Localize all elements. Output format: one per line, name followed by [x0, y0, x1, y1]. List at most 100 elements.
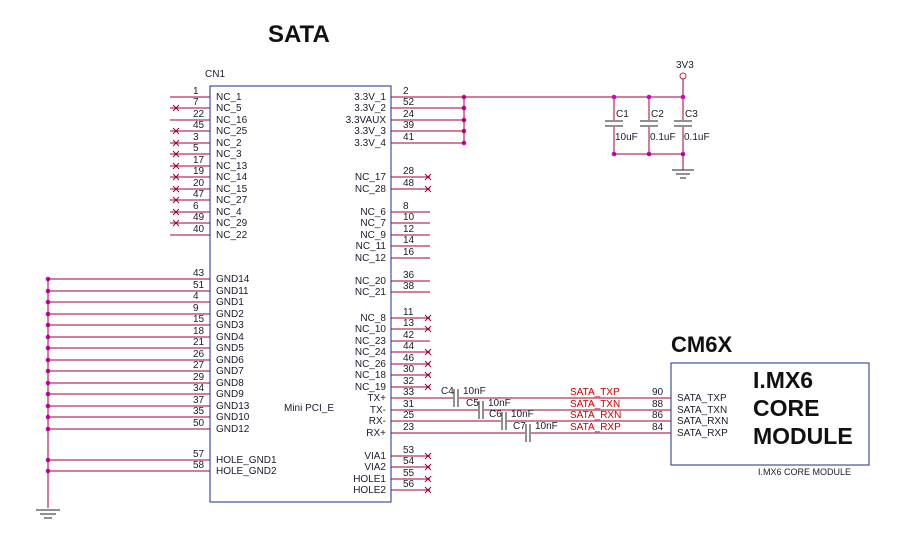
cap-value: 0.1uF — [684, 132, 710, 143]
pin-label: GND8 — [216, 378, 244, 389]
pin-label: NC_11 — [356, 241, 387, 252]
pin-number: 33 — [403, 387, 415, 398]
pin-number: 39 — [403, 120, 415, 131]
pin-number: 88 — [652, 399, 664, 410]
connector-ref: CN1 — [205, 69, 225, 80]
pin-label: 3.3VAUX — [346, 115, 387, 126]
pin-label: 3.3V_3 — [354, 126, 386, 137]
pin-number: 56 — [403, 479, 415, 490]
pin-label: NC_5 — [216, 103, 242, 114]
cap-value: 0.1uF — [650, 132, 676, 143]
pin-label: GND1 — [216, 297, 244, 308]
junction-dot — [680, 94, 686, 100]
left-pins: 1NC_17NC_522NC_1645NC_253NC_25NC_317NC_1… — [45, 86, 277, 477]
power-rail-label: 3V3 — [676, 60, 694, 71]
pin-label: NC_24 — [355, 347, 387, 358]
pin-number: 58 — [193, 460, 205, 471]
pin-number: 84 — [652, 422, 664, 433]
pin-label: GND13 — [216, 401, 250, 412]
pin-label: GND9 — [216, 389, 244, 400]
pin-label: TX+ — [367, 393, 386, 404]
pin-label: NC_4 — [216, 207, 242, 218]
pin-label: SATA_TXP — [677, 393, 727, 404]
pin-number: 10 — [403, 212, 415, 223]
pin-number: 41 — [403, 132, 415, 143]
pin-number: 51 — [193, 280, 205, 291]
pin-number: 57 — [193, 449, 205, 460]
pin-number: 45 — [193, 120, 205, 131]
pin-number: 44 — [403, 341, 415, 352]
cap-ref: C1 — [616, 109, 629, 120]
no-connect-icon — [172, 162, 180, 170]
pin-number: 28 — [403, 166, 415, 177]
pin-number: 52 — [403, 97, 415, 108]
pin-number: 26 — [193, 349, 205, 360]
pin-number: 3 — [193, 132, 199, 143]
pin-number: 13 — [403, 318, 415, 329]
pin-label: NC_12 — [355, 253, 387, 264]
pin-number: 20 — [193, 178, 205, 189]
pin-label: GND10 — [216, 412, 250, 423]
cap-ref: C7 — [513, 421, 526, 432]
pin-label: HOLE2 — [353, 485, 386, 496]
pin-number: 12 — [403, 224, 415, 235]
pin-label: SATA_RXN — [677, 416, 728, 427]
pin-label: VIA1 — [364, 451, 386, 462]
pin-number: 23 — [403, 422, 415, 433]
no-connect-icon — [424, 314, 432, 322]
pin-number: 34 — [193, 383, 205, 394]
pin-label: NC_3 — [216, 149, 242, 160]
connector-name: Mini PCI_E — [284, 403, 334, 414]
no-connect-icon — [172, 219, 180, 227]
pin-number: 11 — [403, 307, 414, 318]
no-connect-icon — [424, 360, 432, 368]
pin-number: 50 — [193, 418, 205, 429]
no-connect-icon — [424, 383, 432, 391]
pin-label: HOLE_GND1 — [216, 455, 277, 466]
no-connect-icon — [424, 348, 432, 356]
pin-label: NC_14 — [216, 172, 248, 183]
pin-number: 29 — [193, 372, 205, 383]
pin-label: RX- — [369, 416, 386, 427]
pin-label: GND6 — [216, 355, 244, 366]
no-connect-icon — [424, 173, 432, 181]
pin-label: 3.3V_1 — [354, 92, 386, 103]
pin-label: GND4 — [216, 332, 244, 343]
pin-number: 2 — [403, 86, 409, 97]
schematic-title: SATA — [268, 21, 330, 48]
pin-label: NC_16 — [216, 115, 248, 126]
pin-number: 7 — [193, 97, 199, 108]
net-label-sata_rxp: SATA_RXP — [570, 422, 621, 433]
pin-label: TX- — [370, 405, 386, 416]
cap-value: 10nF — [488, 398, 511, 409]
pin-label: GND11 — [216, 286, 249, 297]
pin-number: 86 — [652, 410, 664, 421]
no-connect-icon — [172, 185, 180, 193]
pin-number: 43 — [193, 268, 205, 279]
pin-number: 8 — [403, 201, 409, 212]
pin-number: 6 — [193, 201, 199, 212]
module-body — [670, 362, 870, 466]
pin-label: RX+ — [366, 428, 386, 439]
no-connect-icon — [172, 173, 180, 181]
pin-number: 48 — [403, 178, 415, 189]
pin-label: NC_27 — [216, 195, 248, 206]
